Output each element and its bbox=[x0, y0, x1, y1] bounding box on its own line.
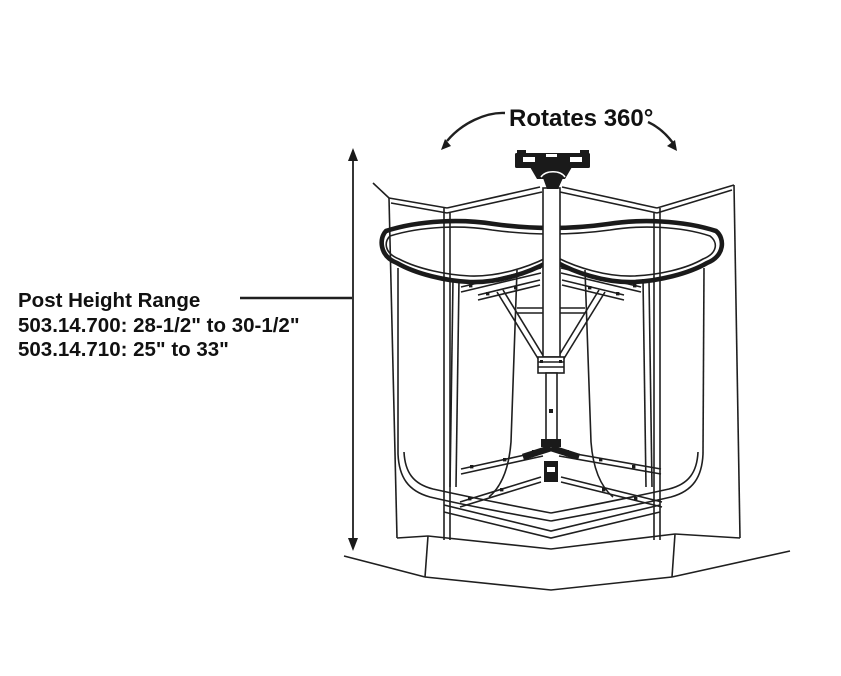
floor-line-right bbox=[671, 550, 791, 578]
rotation-label: Rotates 360° bbox=[509, 105, 653, 132]
upper-kidney-tray bbox=[379, 218, 725, 498]
post-height-note: Post Height Range 503.14.700: 28-1/2" to… bbox=[18, 289, 300, 361]
height-dimension bbox=[240, 148, 358, 551]
post-height-title: Post Height Range bbox=[18, 289, 200, 312]
post-height-model-2: 503.14.710: 25" to 33" bbox=[18, 338, 229, 361]
cabinet-shell bbox=[343, 182, 791, 591]
floor-line-left bbox=[343, 555, 426, 578]
rotation-arrow-left-icon bbox=[446, 111, 506, 142]
carousel-post bbox=[537, 187, 565, 444]
rotation-annotation: Rotates 360° bbox=[441, 105, 677, 151]
rotation-arrow-right-icon bbox=[647, 120, 674, 144]
upper-tray-rim bbox=[379, 218, 725, 285]
post-height-model-1: 503.14.700: 28-1/2" to 30-1/2" bbox=[18, 314, 300, 337]
post-bottom-hub bbox=[522, 439, 580, 482]
lower-tray bbox=[397, 450, 704, 522]
post-adjust-hole bbox=[549, 409, 553, 413]
top-mount-bracket bbox=[515, 150, 590, 189]
lower-tray-rails bbox=[459, 450, 663, 508]
